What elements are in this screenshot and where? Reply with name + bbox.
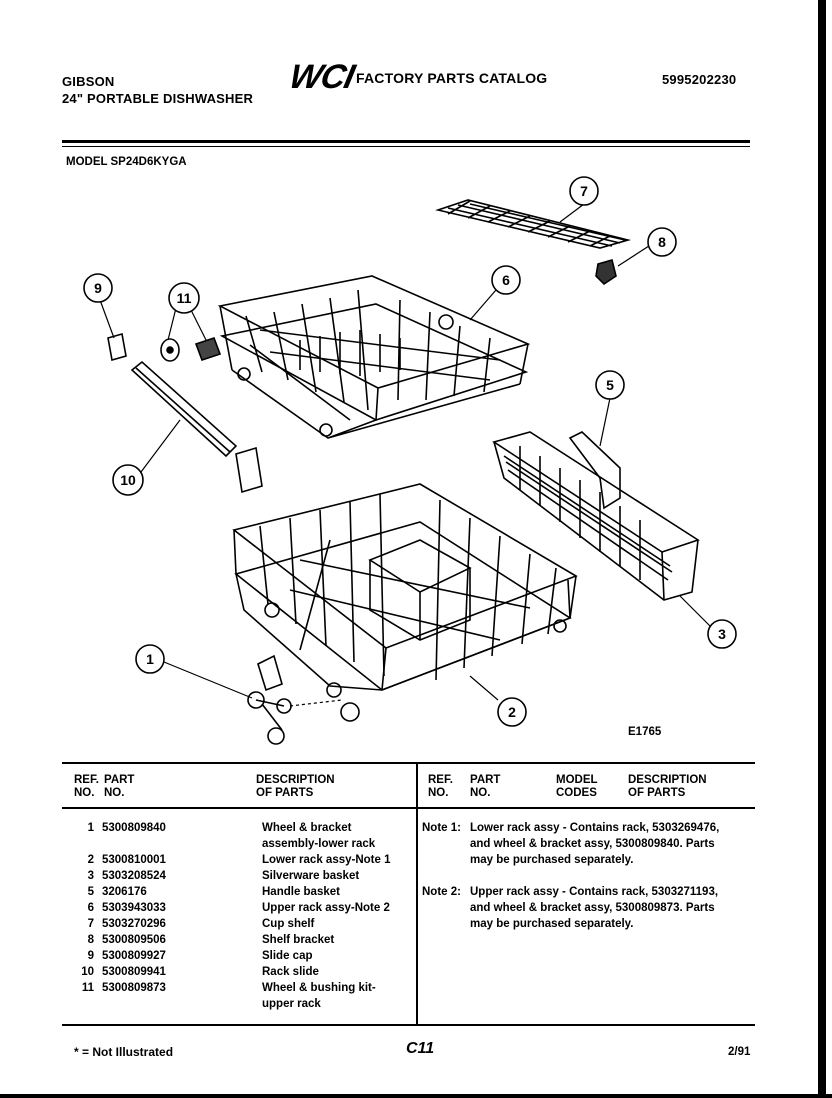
part-no-cell: 5303208524 (102, 870, 166, 882)
header-ref-no-2: REF.NO. (428, 774, 453, 799)
slide-cap-drawing (107, 332, 127, 362)
ref-no-cell: 3 (87, 870, 94, 882)
figure-code: E1765 (628, 726, 662, 738)
parts-diagram: 7 8 6 9 11 10 5 3 1 2 (83, 176, 737, 745)
part-no-cell (102, 996, 166, 1012)
description-cell: assembly-lower rack (262, 838, 376, 850)
callout-11: 11 (168, 282, 200, 314)
description-cell: Shelf bracket (262, 934, 335, 946)
page-border-bottom (0, 1094, 832, 1098)
description-cell: Wheel & bushing kit- (262, 982, 376, 994)
cup-shelf-drawing (435, 199, 632, 249)
svg-text:11: 11 (177, 290, 192, 306)
ref-no-cell: 9 (87, 950, 94, 962)
ref-no-cell: 10 (81, 966, 94, 978)
part-no-cell: 5300809873 (102, 982, 166, 994)
ref-no-cell: 7 (87, 918, 94, 930)
page-code: C11 (406, 1040, 435, 1057)
callout-8: 8 (647, 227, 677, 257)
description-cell: Rack slide (262, 966, 319, 978)
part-no-cell: 5300809840 (102, 822, 166, 834)
note-1-label: Note 1: (422, 822, 461, 834)
table-column-divider (416, 763, 418, 1025)
description-cell: Handle basket (262, 886, 340, 898)
description-cell: Cup shelf (262, 918, 315, 930)
lower-rack-drawing (232, 483, 578, 722)
description-cell: Upper rack assy-Note 2 (262, 902, 390, 914)
ref-no-cell: 2 (87, 854, 94, 866)
part-no-cell: 5300809506 (102, 934, 166, 946)
ref-no-cell: 5 (87, 886, 94, 898)
table-header-rule (62, 807, 755, 809)
ref-no-cell: 1 (87, 822, 94, 834)
description-cell: Silverware basket (262, 870, 360, 882)
catalog-number: 5995202230 (662, 72, 737, 87)
svg-text:3: 3 (718, 626, 726, 642)
wheel-bushing-drawing (160, 336, 222, 362)
not-illustrated-legend: * = Not Illustrated (74, 1045, 174, 1059)
svg-text:6: 6 (502, 272, 510, 288)
brand-name: GIBSON (62, 74, 115, 89)
callout-1: 1 (135, 644, 165, 674)
table-rule-top (62, 762, 755, 764)
upper-rack-drawing (217, 275, 531, 439)
part-no-column: 5300809840 5300810001 5303208524 3206176… (102, 820, 166, 1012)
rack-slide-drawing (130, 360, 263, 494)
part-no-cell: 5300810001 (102, 854, 166, 866)
description-cell: Slide cap (262, 950, 313, 962)
shelf-bracket-drawing (595, 259, 617, 286)
svg-text:9: 9 (94, 280, 102, 296)
part-no-cell (102, 836, 166, 852)
ref-no-column: 1 2 3 5 6 7 8 9 10 11 (74, 820, 94, 1012)
part-no-cell: 5303270296 (102, 918, 166, 930)
description-column: Wheel & bracket assembly-lower rack Lowe… (262, 820, 390, 1012)
model-label: MODEL SP24D6KYGA (66, 156, 187, 168)
silverware-basket-drawing (492, 431, 700, 601)
note-2-label: Note 2: (422, 886, 461, 898)
description-cell: Wheel & bracket (262, 822, 352, 834)
callout-5: 5 (595, 370, 625, 400)
svg-text:5: 5 (606, 377, 614, 393)
header-rule-bottom (62, 146, 750, 147)
callout-10: 10 (112, 464, 144, 496)
catalog-date: 2/91 (728, 1046, 751, 1058)
page-border-right (818, 0, 826, 1098)
product-name: 24" PORTABLE DISHWASHER (62, 91, 254, 106)
note-1-text: Lower rack assy - Contains rack, 5303269… (470, 822, 720, 866)
callouts: 7 8 6 9 11 10 5 3 1 2 (83, 176, 737, 727)
ref-no-cell (74, 996, 94, 1012)
note-2-text: Upper rack assy - Contains rack, 5303271… (470, 886, 719, 930)
catalog-title: FACTORY PARTS CATALOG (356, 70, 548, 86)
description-cell: Lower rack assy-Note 1 (262, 854, 391, 866)
svg-text:10: 10 (120, 472, 136, 488)
callout-7: 7 (569, 176, 599, 206)
ref-no-cell (74, 836, 94, 852)
ref-no-cell: 11 (81, 982, 94, 994)
svg-text:2: 2 (508, 704, 516, 720)
callout-9: 9 (83, 273, 113, 303)
callout-3: 3 (707, 619, 737, 649)
part-no-cell: 5300809941 (102, 966, 166, 978)
table-rule-bottom (62, 1024, 755, 1026)
ref-no-cell: 8 (87, 934, 94, 946)
ref-no-cell: 6 (87, 902, 94, 914)
svg-text:8: 8 (658, 234, 666, 250)
wheel-bracket-drawing (247, 654, 292, 745)
header-ref-no: REF.NO. (74, 774, 99, 799)
header-rule-top (62, 140, 750, 143)
part-no-cell: 3206176 (102, 886, 147, 898)
callout-6: 6 (491, 265, 521, 295)
svg-text:1: 1 (146, 651, 154, 667)
leader-lines (99, 203, 711, 707)
part-no-cell: 5300809927 (102, 950, 166, 962)
part-no-cell: 5303943033 (102, 902, 166, 914)
svg-text:7: 7 (580, 183, 588, 199)
description-cell: upper rack (262, 998, 321, 1010)
callout-2: 2 (497, 697, 527, 727)
